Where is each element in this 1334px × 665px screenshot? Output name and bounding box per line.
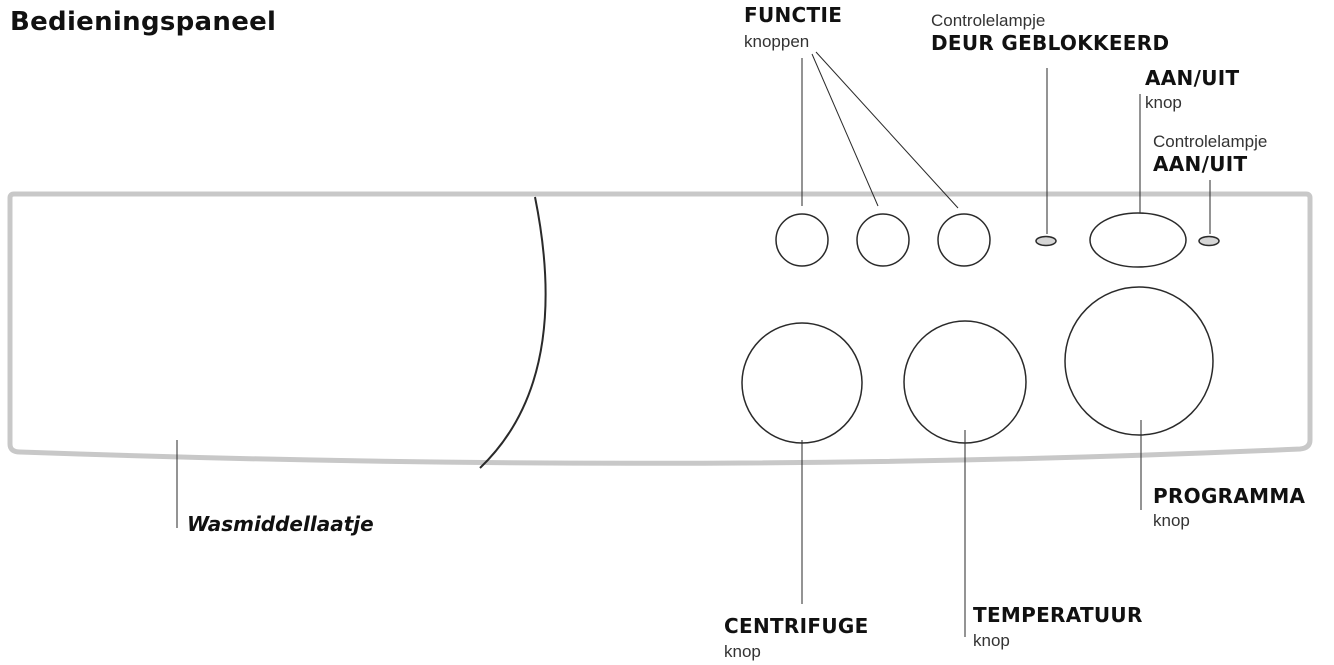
label-function-buttons-main: FUNCTIE	[744, 3, 843, 27]
temperature-knob[interactable]	[903, 320, 1027, 444]
label-temperature-main: TEMPERATUUR	[973, 603, 1143, 627]
label-on-off-button-sub: knop	[1145, 93, 1182, 112]
function-button-2[interactable]	[856, 213, 910, 267]
on-off-button[interactable]	[1089, 212, 1187, 268]
on-off-indicator	[1198, 235, 1220, 247]
label-on-off-button-main: AAN/UIT	[1145, 66, 1240, 90]
label-door-locked-main: DEUR GEBLOKKEERD	[931, 31, 1170, 55]
detergent-drawer-edge	[479, 196, 547, 469]
label-spin-sub: knop	[724, 642, 761, 661]
label-spin-main: CENTRIFUGE	[724, 614, 869, 638]
spin-knob[interactable]	[741, 322, 863, 444]
label-door-locked-sub: Controlelampje	[931, 11, 1046, 30]
label-program-sub: knop	[1153, 511, 1190, 530]
label-temperature-sub: knop	[973, 631, 1010, 650]
label-function-buttons-sub: knoppen	[744, 32, 810, 51]
function-button-3[interactable]	[937, 213, 991, 267]
page-title: Bedieningspaneel	[10, 7, 277, 37]
leader-function-2	[811, 53, 879, 207]
label-detergent-drawer: Wasmiddellaatje	[187, 512, 374, 536]
door-locked-indicator	[1035, 235, 1057, 247]
label-on-off-indicator-main: AAN/UIT	[1153, 152, 1248, 176]
label-on-off-indicator-sub: Controlelampje	[1153, 132, 1268, 151]
function-button-1[interactable]	[775, 213, 829, 267]
label-program-main: PROGRAMMA	[1153, 484, 1306, 508]
program-knob[interactable]	[1064, 286, 1214, 436]
control-panel-outline	[7, 191, 1313, 466]
leader-function-3	[815, 51, 959, 209]
